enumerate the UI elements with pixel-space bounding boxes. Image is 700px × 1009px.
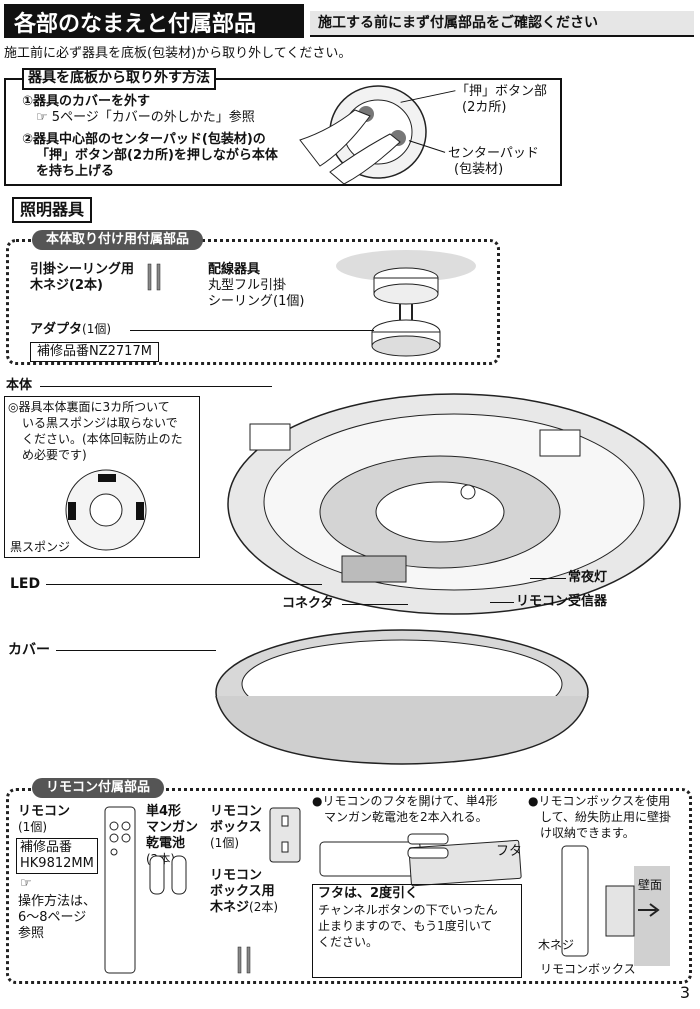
push-button-label-1: 「押」ボタン部 [456,84,548,99]
lid-note-1: チャンネルボタンの下でいったん [318,903,498,917]
body-leader-line [40,386,272,387]
hand-pointer-icon: ☞ [20,876,32,891]
page-subtitle: 施工する前にまず付属部品をご確認ください [318,15,598,31]
page-title-text: 各部のなまえと付属部品 [14,12,257,37]
operation-ref-2: 6〜8ページ [18,910,87,925]
connector-label: コネクタ [282,596,334,611]
intro-text: 施工前に必ず器具を底板(包装材)から取り外してください。 [4,46,352,61]
battery-icon [149,855,187,895]
lighting-section-title: 照明器具 [12,197,93,223]
adapter-qty: (1個) [82,322,112,336]
center-pad-illustration [299,85,427,185]
wall-mount-1: ●リモコンボックスを使用 [528,794,671,808]
box-screw-label-3: 木ネジ(2本) [210,900,278,916]
ceiling-screw-label-2: 木ネジ(2本) [30,278,103,293]
push-button-label-2: (2カ所) [462,100,507,115]
battery-label-1: 単4形 [146,804,182,819]
battery-insert-illustration [319,833,522,887]
fixture-label-3: シーリング(1個) [208,294,305,309]
sponge-note-2: いる黒スポンジは取らないで [22,416,178,430]
box-wood-screw-icon [237,946,251,974]
battery-label-2: マンガン [146,820,199,835]
ceiling-screw-label-1: 引掛シーリング用 [30,262,135,277]
page-number: 3 [679,983,690,1002]
battery-insert-1: ●リモコンのフタを開けて、単4形 [312,794,498,808]
fixture-body-illustration [227,393,681,615]
remote-part-line1: 補修品番 [20,840,73,855]
operation-ref-1: 操作方法は、 [18,894,97,909]
ceiling-fixture-illustration [336,250,476,357]
black-sponge-illustration [65,469,147,551]
adapter-label: アダプタ(1個) [30,322,111,338]
black-sponge-label: 黒スポンジ [10,540,71,554]
fixture-label-2: 丸型フル引掛 [208,278,287,293]
center-pad-label-2: (包装材) [454,162,504,177]
remove-step-2-line2: 「押」ボタン部(2カ所)を押しながら本体 [36,148,278,163]
remove-section-title: 器具を底板から取り外す方法 [22,68,216,90]
night-light-leader-line [530,578,566,579]
cover-label: カバー [8,642,50,658]
remote-label: リモコン [18,804,71,819]
cover-leader-line [56,650,216,651]
lid-note-2: 止まりますので、もう1度引いて [318,919,493,933]
box-screw-label-2: ボックス用 [210,884,275,899]
wall-mount-3: け収納できます。 [540,826,635,840]
box-screw-name: 木ネジ [210,900,250,915]
receiver-label: リモコン受信器 [516,594,608,609]
wood-screw-icon [147,263,161,291]
battery-label-3: 乾電池 [146,836,186,851]
page-title: 各部のなまえと付属部品 [4,4,304,38]
adapter-leader-line [130,330,374,331]
mount-parts-box [6,239,500,365]
remote-box-caption: リモコンボックス [540,962,636,976]
sponge-note-3: ください。(本体回転防止のた [22,432,183,446]
battery-insert-2: マンガン乾電池を2本入れる。 [324,810,488,824]
adapter-part-number: 補修品番NZ2717M [30,342,159,363]
remote-parts-box [6,788,692,984]
cover-illustration [215,629,589,765]
remote-control-illustration [104,806,136,974]
header-bar [310,11,694,37]
body-label: 本体 [6,378,33,393]
remove-step-2-line1: ②器具中心部のセンターパッド(包装材)の [22,132,266,147]
remote-parts-title: リモコン付属部品 [32,778,165,799]
sponge-note-4: め必要です) [22,448,87,462]
receiver-leader-line [490,602,514,603]
night-light-label: 常夜灯 [568,570,608,585]
lid-note-title: フタは、2度引く [318,886,419,901]
wall-mount-2: して、紛失防止用に壁掛 [540,810,672,824]
adapter-name: アダプタ [30,322,83,337]
remove-step-2-line3: を持ち上げる [36,164,115,179]
fixture-label-1: 配線器具 [208,262,261,277]
remove-instructions-box [4,78,562,186]
lid-label: フタ [496,844,523,859]
led-label: LED [10,576,41,592]
wood-screw-label: 木ネジ [538,938,575,952]
remote-box-illustration [269,807,301,863]
sponge-note-1: ◎器具本体裏面に3カ所ついて [8,400,170,414]
led-leader-line [46,584,322,585]
hand-pointer-icon: ☞ [36,110,48,125]
wall-label: 壁面 [636,878,665,893]
remove-step-1-ref: ☞ 5ページ「カバーの外しかた」参照 [36,110,255,126]
remote-part-line2: HK9812MM [20,856,94,871]
center-pad-label-1: センターパッド [448,146,539,161]
operation-ref-3: 参照 [18,926,45,941]
box-screw-qty: (2本) [249,900,279,914]
box-screw-label-1: リモコン [210,868,263,883]
connector-leader-line [342,604,408,605]
mount-parts-title: 本体取り付け用付属部品 [32,230,204,251]
remote-box-qty: (1個) [210,836,239,850]
remote-qty: (1個) [18,820,47,834]
remove-step-1-ref-text: 5ページ「カバーの外しかた」参照 [51,110,255,125]
sponge-note-box [4,396,200,558]
remote-box-label-2: ボックス [210,820,262,835]
remove-step-1: ①器具のカバーを外す [22,94,151,109]
remote-part-number-box [16,838,98,874]
remote-box-label-1: リモコン [210,804,263,819]
lid-note-box [312,884,522,978]
lid-note-3: ください。 [318,935,379,949]
wall-mount-illustration [561,845,670,966]
